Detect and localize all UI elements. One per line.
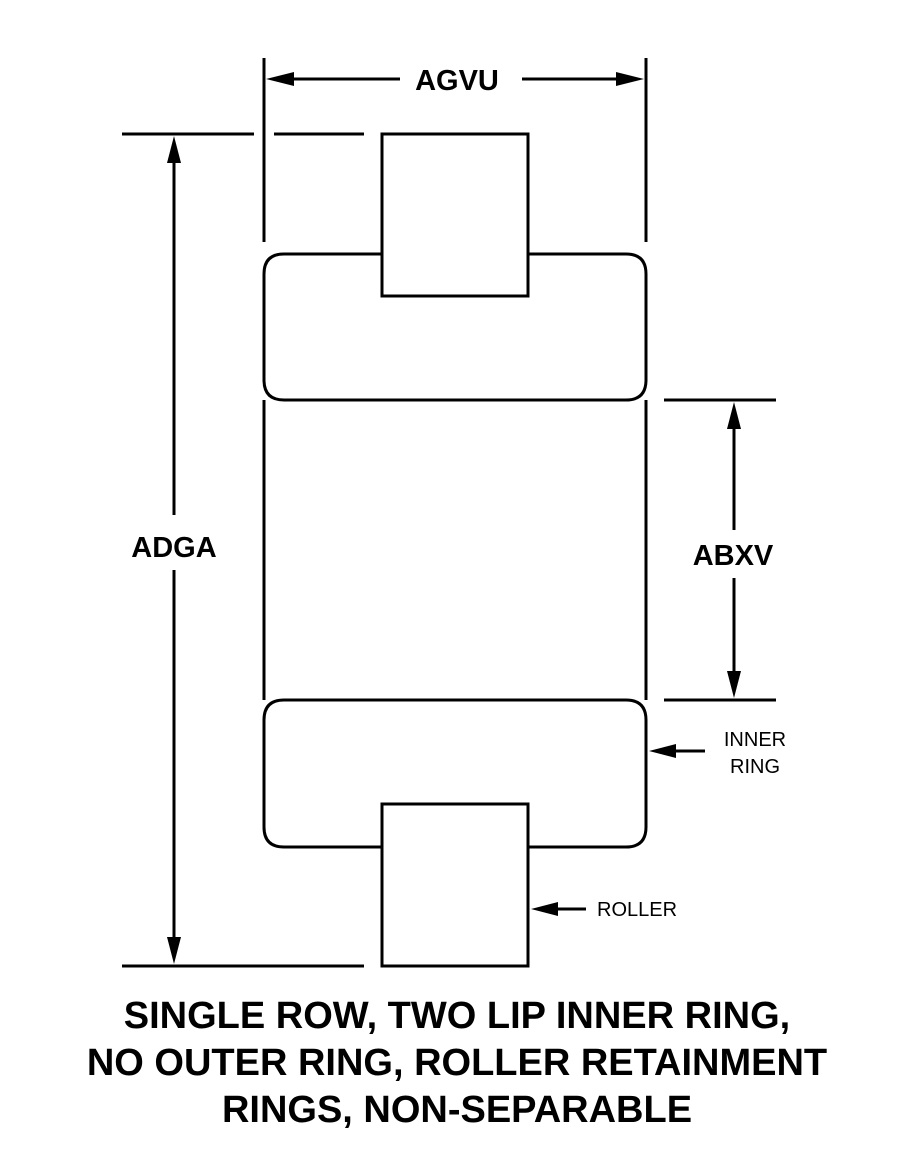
dimension-label-agvu: AGVU: [415, 65, 499, 97]
roller-bottom: [380, 802, 530, 968]
callout-label-roller: ROLLER: [597, 899, 677, 921]
caption-line-3: RINGS, NON-SEPARABLE: [222, 1089, 692, 1131]
dimension-label-adga: ADGA: [131, 532, 216, 564]
arrowhead-left-icon: [266, 72, 294, 86]
callout-label-ring: RING: [730, 756, 780, 778]
roller-top: [380, 132, 530, 298]
arrowhead-left-icon: [649, 744, 676, 758]
caption-line-2: NO OUTER RING, ROLLER RETAINMENT: [87, 1042, 827, 1084]
dimension-abxv: ABXV: [664, 398, 776, 702]
callout-label-inner: INNER: [724, 729, 786, 751]
dimension-agvu: AGVU: [262, 58, 648, 242]
caption: SINGLE ROW, TWO LIP INNER RING, NO OUTER…: [87, 995, 827, 1131]
dimension-adga: ADGA: [122, 132, 364, 968]
arrowhead-down-icon: [727, 671, 741, 698]
arrowhead-right-icon: [616, 72, 644, 86]
caption-line-1: SINGLE ROW, TWO LIP INNER RING,: [124, 995, 790, 1037]
arrowhead-down-icon: [167, 937, 181, 964]
callout-roller: ROLLER: [531, 899, 677, 921]
arrowhead-left-icon: [531, 902, 558, 916]
dimension-label-abxv: ABXV: [693, 540, 774, 572]
arrowhead-up-icon: [727, 402, 741, 429]
inner-ring-lower-lip: [262, 698, 648, 849]
inner-ring-upper-lip: [262, 252, 648, 402]
arrowhead-up-icon: [167, 136, 181, 163]
callout-inner-ring: INNER RING: [649, 729, 786, 778]
